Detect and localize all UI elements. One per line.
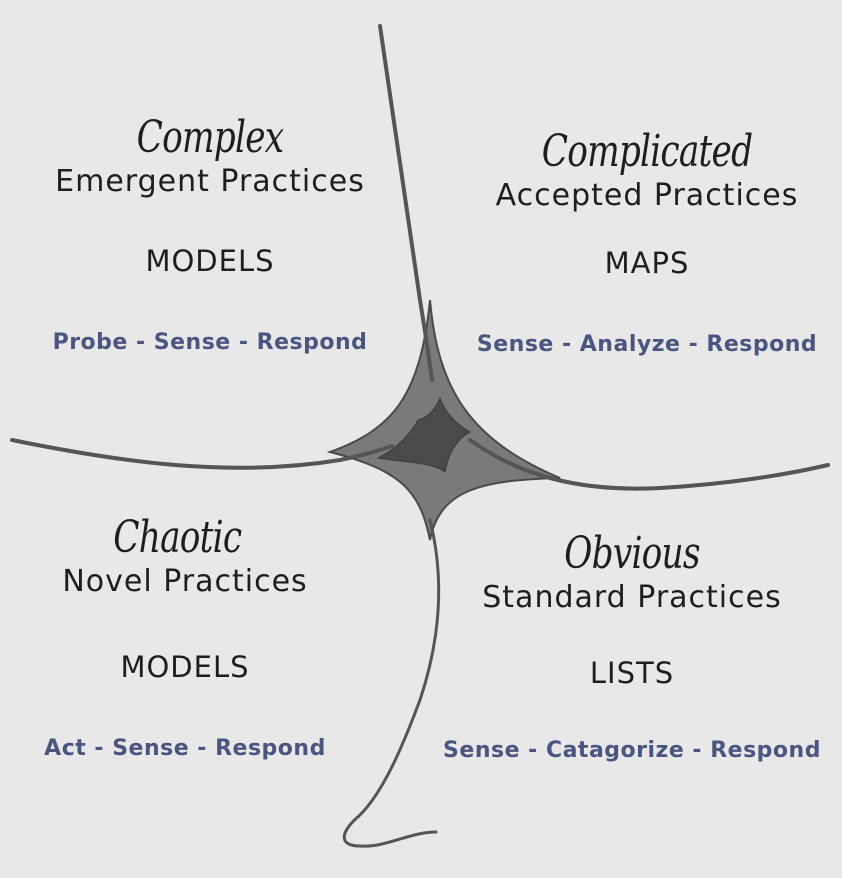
quadrant-chaotic: Chaotic Novel Practices MODELS Act - Sen…: [10, 512, 360, 762]
complicated-title: Complicated: [541, 126, 753, 177]
quadrant-obvious: Obvious Standard Practices LISTS Sense -…: [432, 528, 832, 764]
complicated-tool: MAPS: [604, 246, 690, 280]
obvious-practice: Standard Practices: [482, 580, 782, 615]
obvious-tool: LISTS: [589, 656, 675, 690]
quadrant-complicated: Complicated Accepted Practices MAPS Sens…: [462, 126, 832, 358]
complex-title: Complex: [136, 112, 284, 163]
chaotic-practice: Novel Practices: [62, 564, 308, 599]
chaotic-tool: MODELS: [120, 650, 250, 684]
disorder-center: [376, 396, 472, 473]
complicated-practice: Accepted Practices: [495, 178, 799, 213]
bottom-boundary-line: [342, 518, 441, 848]
top-boundary-line: [378, 24, 434, 382]
obvious-approach: Sense - Catagorize - Respond: [443, 738, 821, 763]
complex-practice: Emergent Practices: [55, 164, 365, 199]
complex-tool: MODELS: [145, 244, 275, 278]
quadrant-complex: Complex Emergent Practices MODELS Probe …: [20, 112, 400, 356]
complex-approach: Probe - Sense - Respond: [52, 330, 368, 355]
right-boundary-line: [468, 438, 830, 491]
obvious-title: Obvious: [564, 528, 700, 579]
complicated-approach: Sense - Analyze - Respond: [476, 332, 818, 357]
chaotic-title: Chaotic: [113, 512, 242, 563]
left-boundary-line: [10, 438, 394, 470]
chaotic-approach: Act - Sense - Respond: [44, 736, 326, 761]
